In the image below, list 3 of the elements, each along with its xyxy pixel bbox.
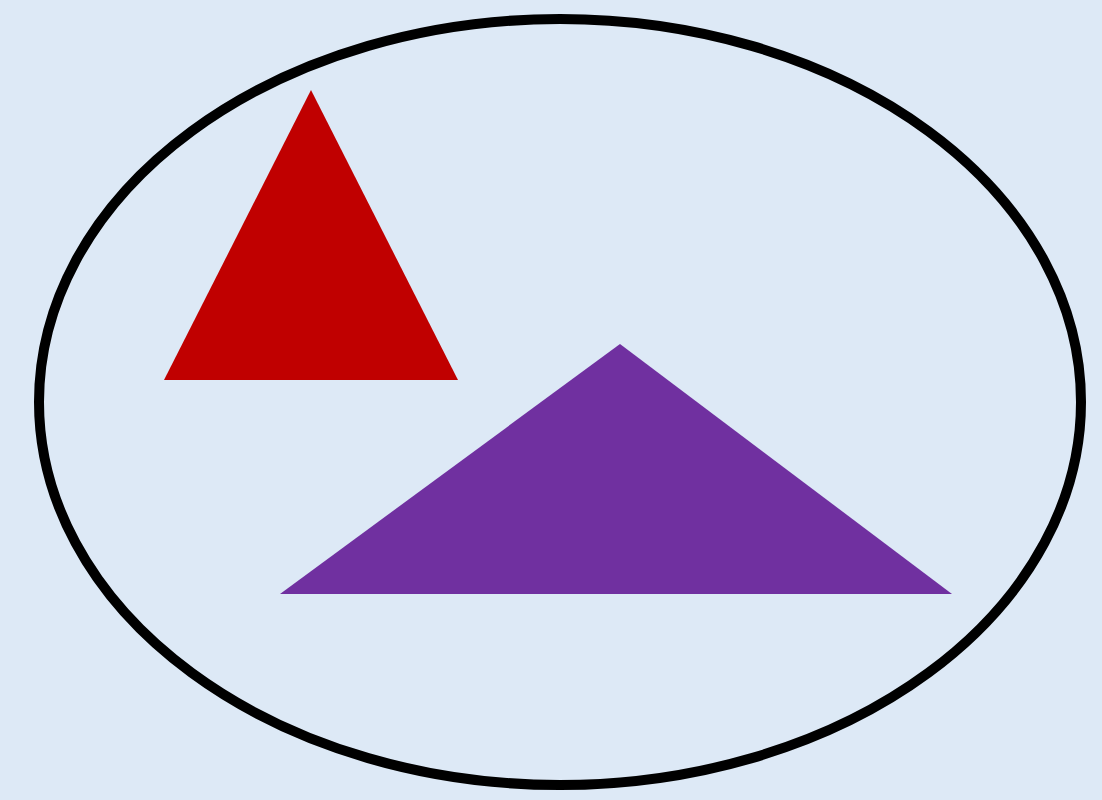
ellipse-outline xyxy=(34,14,1086,790)
triangle-shape xyxy=(280,344,952,594)
triangle-shape xyxy=(164,90,458,380)
